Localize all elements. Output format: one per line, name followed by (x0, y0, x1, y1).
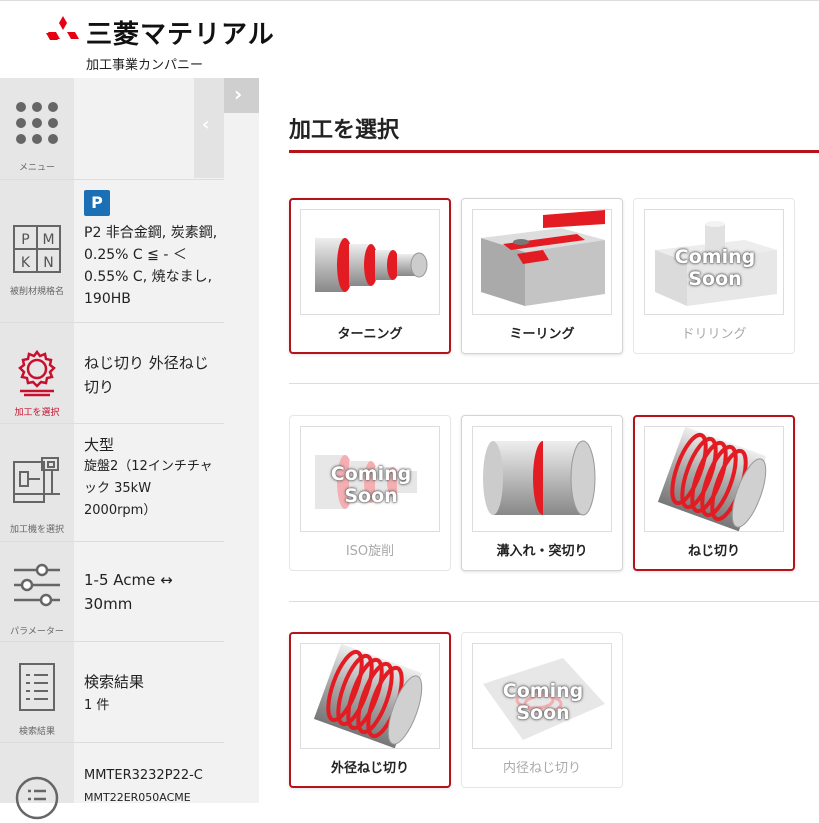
process-icon-box: 加工を選択 (0, 323, 74, 423)
material-description: P2 非合金鋼, 炭素鋼, 0.25% C ≦ - ＜ 0.55% C, 焼なま… (84, 225, 218, 307)
results-count: 1 件 (84, 698, 110, 713)
sidebar-item-material[interactable]: P M K N 被削材規格名 P P2 非合金鋼, 炭素鋼, 0.25% C ≦… (0, 180, 224, 323)
sliders-icon (14, 563, 60, 607)
card-turning[interactable]: ターニング (289, 198, 451, 354)
card-label: ねじ切り (687, 544, 740, 559)
grid-menu-icon (16, 102, 58, 144)
card-label: 溝入れ・突切り (496, 544, 588, 559)
product-info: MMTER3232P22-C MMT22ER050ACME (84, 765, 220, 809)
machine-icon-box: 加工機を選択 (0, 424, 74, 541)
internal-threading-part-icon (483, 658, 605, 740)
chevron-right-icon: › (234, 82, 243, 106)
machine-info: 大型 旋盤2（12インチチャック 35kW 2000rpm） (84, 434, 220, 522)
lathe-machine-icon (13, 457, 60, 503)
brand-name: 三菱マテリアル (86, 20, 275, 50)
machine-caption: 加工機を選択 (9, 525, 64, 535)
pmkn-m: M (42, 232, 54, 248)
product-holder-code: MMTER3232P22-C (84, 768, 203, 783)
sidebar-item-menu[interactable]: メニュー ‹ (0, 78, 224, 180)
machine-size: 大型 (84, 436, 115, 454)
expand-panel-button[interactable]: › (224, 78, 259, 113)
sidebar-item-machine[interactable]: 加工機を選択 大型 旋盤2（12インチチャック 35kW 2000rpm） (0, 424, 224, 542)
page-title: 加工を選択 (289, 118, 400, 143)
results-icon-box: 検索結果 (0, 642, 74, 742)
list-document-icon (19, 663, 55, 711)
results-caption: 検索結果 (18, 727, 55, 737)
card-drilling: Coming Soon ドリリング (633, 198, 795, 354)
results-title: 検索結果 (84, 673, 145, 691)
material-icon-box: P M K N 被削材規格名 (0, 180, 74, 322)
menu-caption: メニュー (18, 163, 55, 173)
row-separator (289, 383, 819, 384)
gear-icon (18, 349, 56, 397)
collapse-sidebar-button[interactable]: ‹ (194, 78, 224, 178)
row-separator (289, 601, 819, 602)
card-grooving[interactable]: 溝入れ・突切り (461, 415, 623, 571)
menu-icon-box: メニュー (0, 78, 74, 179)
iso-turning-part-icon (315, 455, 417, 509)
drilling-part-icon (655, 221, 777, 306)
external-threading-part-icon (313, 644, 423, 748)
material-info: P P2 非合金鋼, 炭素鋼, 0.25% C ≦ - ＜ 0.55% C, 焼… (84, 190, 220, 310)
card-label: ドリリング (681, 327, 747, 342)
product-insert-code: MMT22ER050ACME (84, 791, 191, 804)
coming-soon-label: Coming Soon (502, 680, 584, 724)
list-circle-icon (15, 776, 59, 820)
card-iso-turning: Coming Soon ISO旋削 (289, 415, 451, 571)
results-info: 検索結果 1 件 (84, 670, 220, 718)
company-logo[interactable]: 三菱マテリアル 加工事業カンパニー (46, 14, 274, 74)
iso-turning-thumbnail: Coming Soon (300, 426, 440, 532)
pmkn-grid-icon: P M K N (13, 225, 61, 273)
card-label: ISO旋削 (345, 544, 395, 559)
process-value: ねじ切り 外径ねじ切り (84, 354, 209, 396)
grooving-part-icon (483, 440, 596, 516)
card-label: 内径ねじ切り (502, 761, 581, 776)
top-border (0, 0, 819, 1)
sidebar-item-results[interactable]: 検索結果 検索結果 1 件 (0, 642, 224, 743)
params-value: 1-5 Acme ↔ 30mm (84, 571, 173, 613)
threading-thumbnail (644, 426, 784, 532)
card-label: ミーリング (509, 327, 575, 342)
sidebar-rail (224, 113, 259, 803)
milling-part-icon (481, 210, 605, 306)
pmkn-k: K (21, 255, 31, 271)
pmkn-n: N (43, 255, 53, 271)
internal-threading-thumbnail: Coming Soon (472, 643, 612, 749)
params-icon-box: パラメーター (0, 542, 74, 641)
machine-description: 旋盤2（12インチチャック 35kW 2000rpm） (84, 459, 213, 518)
chevron-left-icon: ‹ (202, 114, 210, 135)
material-caption: 被削材規格名 (9, 287, 64, 297)
sidebar-item-product[interactable]: MMTER3232P22-C MMT22ER050ACME (0, 743, 224, 820)
turning-thumbnail (300, 209, 440, 315)
grooving-thumbnail (472, 426, 612, 532)
drilling-thumbnail: Coming Soon (644, 209, 784, 315)
card-internal-threading: Coming Soon 内径ねじ切り (461, 632, 623, 788)
material-group-badge: P (84, 190, 110, 216)
card-label: ターニング (337, 327, 403, 342)
card-threading[interactable]: ねじ切り (633, 415, 795, 571)
three-diamonds-logo-icon (46, 16, 79, 40)
card-milling[interactable]: ミーリング (461, 198, 623, 354)
params-caption: パラメーター (10, 627, 64, 637)
threading-part-icon (657, 427, 767, 531)
card-external-threading[interactable]: 外径ねじ切り (289, 632, 451, 788)
external-threading-thumbnail (300, 643, 440, 749)
sidebar-item-process[interactable]: 加工を選択 ねじ切り 外径ねじ切り (0, 323, 224, 424)
card-label: 外径ねじ切り (330, 761, 409, 776)
milling-thumbnail (472, 209, 612, 315)
process-caption: 加工を選択 (14, 408, 60, 418)
turning-part-icon (315, 238, 428, 292)
coming-soon-label: Coming Soon (330, 463, 412, 507)
title-underline (289, 150, 819, 153)
coming-soon-label: Coming Soon (674, 246, 756, 290)
pmkn-p: P (21, 232, 29, 248)
sidebar-item-parameters[interactable]: パラメーター 1-5 Acme ↔ 30mm (0, 542, 224, 642)
product-icon-box (0, 743, 74, 820)
division-name: 加工事業カンパニー (86, 58, 204, 73)
sidebar: メニュー ‹ P M K N 被削材規格名 P P2 非合金鋼, 炭素鋼, 0.… (0, 78, 259, 820)
